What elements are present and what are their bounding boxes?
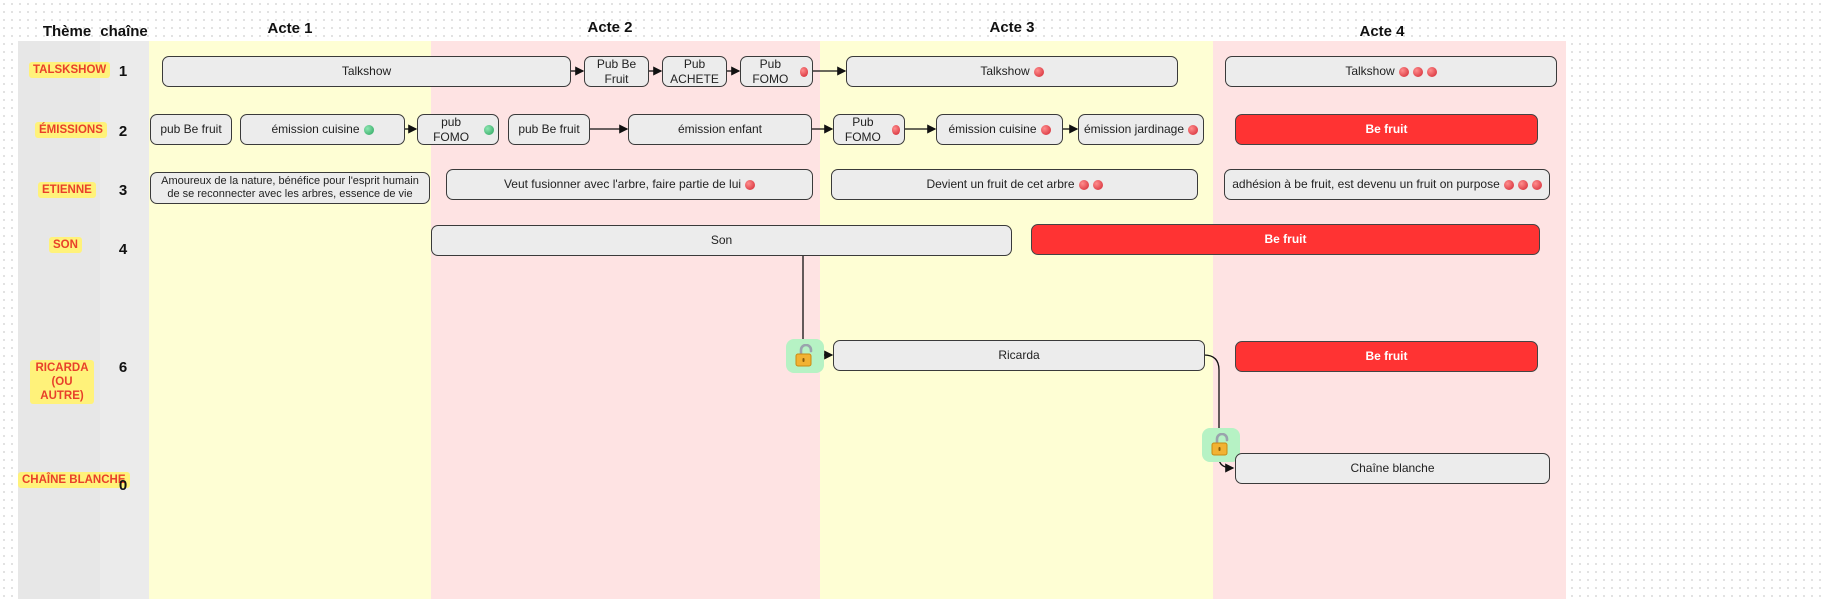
box-label: émission cuisine [271, 122, 360, 136]
box-talkshow-acte1[interactable]: Talkshow [162, 56, 571, 87]
red-dot-icon [1078, 179, 1089, 190]
chaine-number-3: 3 [118, 182, 128, 199]
box-label: pub Be fruit [518, 122, 580, 136]
red-dot-icon [1092, 179, 1103, 190]
chaine-column [100, 41, 149, 599]
box-label: Pub FOMO [752, 56, 789, 86]
box-etienne-acte3[interactable]: Devient un fruit de cet arbre [831, 169, 1198, 200]
box-label: pub FOMO [433, 114, 470, 144]
box-etienne-acte2[interactable]: Veut fusionner avec l'arbre, faire parti… [446, 169, 813, 200]
box-ricarda[interactable]: Ricarda [833, 340, 1205, 371]
box-talkshow-acte4[interactable]: Talkshow [1225, 56, 1557, 87]
box-emission-jardinage[interactable]: émission jardinage [1078, 114, 1204, 145]
box-label: Devient un fruit de cet arbre [926, 177, 1075, 191]
box-pub-be-fruit[interactable]: Pub Be Fruit [584, 56, 649, 87]
header-act-1: Acte 1 [267, 20, 313, 37]
unlock-icon [786, 339, 824, 373]
theme-label-son: SON [49, 237, 82, 253]
box-emission-cuisine-acte3[interactable]: émission cuisine [936, 114, 1063, 145]
red-dot-icon [1033, 66, 1044, 77]
box-be-fruit-emissions[interactable]: Be fruit [1235, 114, 1538, 145]
header-chaine: chaîne [100, 23, 148, 40]
box-label: Be fruit [1264, 232, 1307, 246]
box-pub-be-fruit-row2-b[interactable]: pub Be fruit [508, 114, 590, 145]
theme-label-talkshow: TALSKSHOW [29, 62, 111, 78]
box-chaine-blanche[interactable]: Chaîne blanche [1235, 453, 1550, 484]
header-theme: Thème [42, 23, 92, 40]
red-dot-icon [1412, 66, 1423, 77]
red-dot-icon [799, 66, 808, 77]
box-pub-achete[interactable]: Pub ACHETE [662, 56, 727, 87]
box-etienne-acte4[interactable]: adhésion à be fruit, est devenu un fruit… [1224, 169, 1550, 200]
box-be-fruit-ricarda[interactable]: Be fruit [1235, 341, 1538, 372]
box-pub-fomo-row2[interactable]: pub FOMO [417, 114, 499, 145]
box-label: Veut fusionner avec l'arbre, faire parti… [503, 177, 742, 191]
red-dot-icon [1517, 179, 1528, 190]
box-label: Talkshow [980, 64, 1030, 78]
box-label: Pub FOMO [844, 114, 881, 144]
box-label: Son [710, 233, 733, 247]
box-pub-fomo-row1[interactable]: Pub FOMO [740, 56, 813, 87]
header-act-4: Acte 4 [1359, 23, 1405, 40]
box-label: émission cuisine [948, 122, 1037, 136]
box-label: Ricarda [998, 348, 1040, 362]
theme-label-etienne: ETIENNE [38, 182, 96, 198]
box-label: émission enfant [677, 122, 763, 136]
red-dot-icon [1188, 124, 1199, 135]
box-label: Talkshow [341, 64, 392, 78]
box-label: Be fruit [1365, 349, 1408, 363]
box-label: pub Be fruit [160, 122, 222, 136]
box-pub-fomo-row2-acte3[interactable]: Pub FOMO [833, 114, 905, 145]
box-label: Chaîne blanche [1350, 461, 1435, 475]
red-dot-icon [1531, 179, 1542, 190]
chaine-number-6: 6 [118, 359, 128, 376]
box-emission-cuisine-acte1[interactable]: émission cuisine [240, 114, 405, 145]
theme-label-ricarda: RICARDA (OU AUTRE) [30, 360, 94, 404]
green-dot-icon [484, 124, 494, 135]
box-pub-be-fruit-row2[interactable]: pub Be fruit [150, 114, 232, 145]
box-emission-enfant[interactable]: émission enfant [628, 114, 812, 145]
box-label: Be fruit [1365, 122, 1408, 136]
box-label: Amoureux de la nature, bénéfice pour l'e… [161, 175, 419, 200]
header-act-2: Acte 2 [587, 19, 633, 36]
red-dot-icon [745, 179, 756, 190]
box-label: émission jardinage [1083, 122, 1185, 136]
red-dot-icon [1426, 66, 1437, 77]
box-son[interactable]: Son [431, 225, 1012, 256]
red-dot-icon [891, 124, 900, 135]
unlock-icon [1202, 428, 1240, 462]
green-dot-icon [363, 124, 374, 135]
arrow-ricarda-to-chaine-blanche [1203, 354, 1235, 473]
box-etienne-acte1[interactable]: Amoureux de la nature, bénéfice pour l'e… [150, 172, 430, 204]
red-dot-icon [1503, 179, 1514, 190]
box-label: Pub ACHETE [670, 56, 719, 86]
box-be-fruit-son[interactable]: Be fruit [1031, 224, 1540, 255]
chaine-number-0: 0 [118, 477, 128, 494]
chaine-number-2: 2 [118, 123, 128, 140]
box-label: Pub Be Fruit [596, 56, 637, 86]
chaine-number-4: 4 [118, 241, 128, 258]
chaine-number-1: 1 [118, 63, 128, 80]
theme-label-chaine-blanche: CHAÎNE BLANCHE [18, 472, 130, 488]
header-act-3: Acte 3 [989, 19, 1035, 36]
red-dot-icon [1398, 66, 1409, 77]
box-label: Talkshow [1345, 64, 1395, 78]
box-talkshow-acte3[interactable]: Talkshow [846, 56, 1178, 87]
theme-label-emissions: ÉMISSIONS [35, 122, 107, 138]
box-label: adhésion à be fruit, est devenu un fruit… [1232, 177, 1500, 191]
red-dot-icon [1040, 124, 1051, 135]
